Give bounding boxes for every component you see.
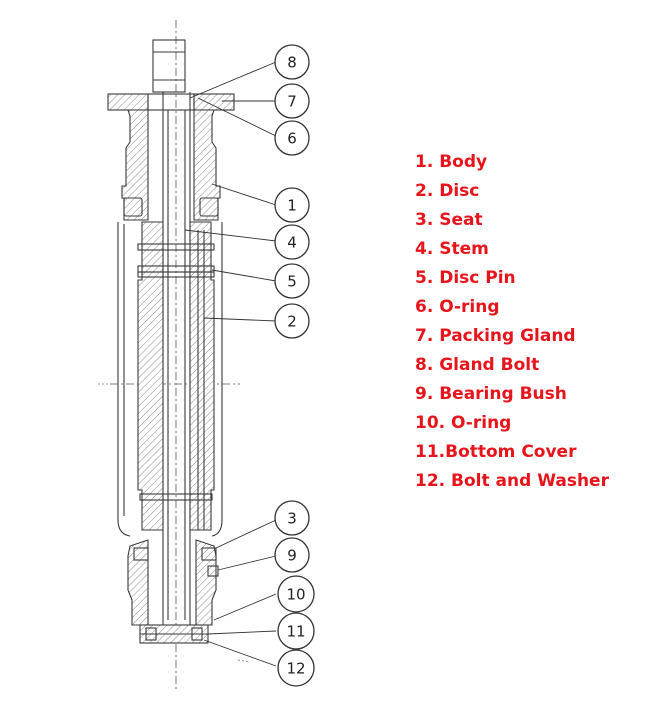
callout-10: 10 [277,575,315,613]
legend-item-bolt-and-washer: 12. Bolt and Washer [415,471,609,491]
svg-text:1: 1 [287,197,297,215]
legend-item-body: 1. Body [415,152,488,172]
svg-text:6: 6 [287,130,297,148]
bottom-cover [139,624,209,644]
legend-item-bottom-cover: 11.Bottom Cover [415,442,577,462]
legend-item-disc-pin: 5. Disc Pin [415,268,516,288]
legend-item-stem: 4. Stem [415,239,489,259]
parts-legend: 1. Body 2. Disc 3. Seat 4. Stem 5. Disc … [415,148,609,496]
svg-text:9: 9 [287,547,297,565]
svg-text:10: 10 [286,586,305,604]
callout-12: 12 [277,649,315,687]
callouts: 8 7 6 1 4 5 2 3 [274,44,315,687]
svg-text:7: 7 [287,93,297,111]
svg-text:11: 11 [286,623,305,641]
legend-item-disc: 2. Disc [415,181,480,201]
callout-2: 2 [274,303,310,339]
upper-body-neck [121,109,221,221]
svg-text:4: 4 [287,234,297,252]
packing-gland [107,93,235,111]
svg-text:5: 5 [287,273,297,291]
callout-3: 3 [274,500,310,536]
leader-lines [184,61,277,667]
callout-5: 5 [274,263,310,299]
legend-item-bearing-bush: 9. Bearing Bush [415,384,567,404]
callout-6: 6 [274,120,310,156]
callout-11: 11 [277,612,315,650]
legend-item-o-ring-lower: 10. O-ring [415,413,512,433]
callout-1: 1 [274,187,310,223]
legend-item-gland-bolt: 8. Gland Bolt [415,355,540,375]
svg-text:3: 3 [287,510,297,528]
disc [137,221,215,531]
lower-body [127,539,219,626]
disc-outer-edge [117,222,223,537]
callout-4: 4 [274,224,310,260]
callout-7: 7 [274,83,310,119]
stem-top-square [152,39,186,93]
legend-item-o-ring: 6. O-ring [415,297,500,317]
callout-8: 8 [274,44,310,80]
legend-item-packing-gland: 7. Packing Gland [415,326,576,346]
svg-text:2: 2 [287,313,297,331]
callout-9: 9 [274,537,310,573]
svg-text:12: 12 [286,660,305,678]
legend-item-seat: 3. Seat [415,210,483,230]
svg-text:8: 8 [287,54,297,72]
stem-shaft [162,92,191,640]
